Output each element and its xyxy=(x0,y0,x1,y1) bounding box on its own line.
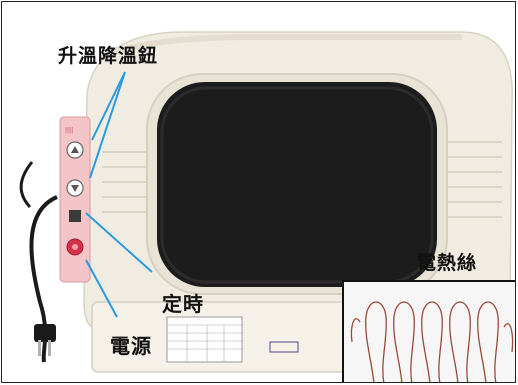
callout-line-timer xyxy=(85,212,153,273)
base-brand-mark xyxy=(269,341,299,353)
control-panel xyxy=(59,116,91,283)
callout-line-temp-1 xyxy=(91,71,126,141)
dark-window xyxy=(157,82,437,287)
label-timer: 定時 xyxy=(162,292,204,316)
callout-line-power xyxy=(85,259,118,318)
power-cord xyxy=(29,195,58,363)
timer-display xyxy=(69,210,81,222)
label-temp-buttons: 升溫降溫鈕 xyxy=(58,45,159,67)
svg-text:||||: |||| xyxy=(65,127,73,134)
label-power: 電源 xyxy=(110,334,152,358)
plug-icon xyxy=(34,324,56,342)
callout-line-temp-2 xyxy=(89,71,126,179)
heating-wire-image xyxy=(344,282,515,382)
heating-wire-inset xyxy=(342,280,515,382)
spec-sticker xyxy=(166,316,243,363)
label-heating-wire: 電熱絲 xyxy=(417,252,478,274)
